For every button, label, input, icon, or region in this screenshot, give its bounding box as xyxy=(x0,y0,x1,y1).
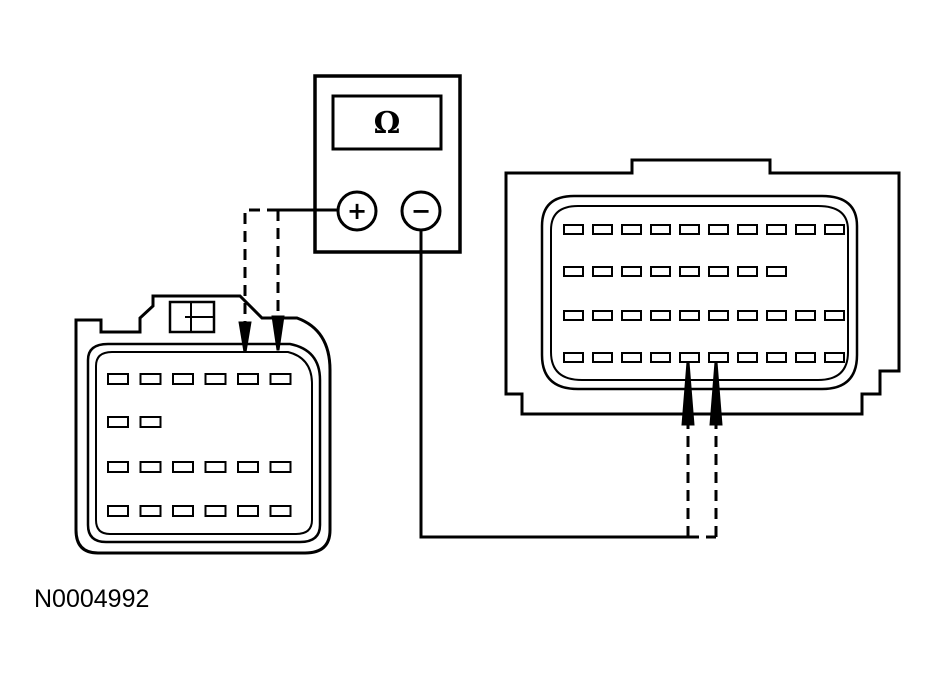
left-connector-pin-r4-p2 xyxy=(139,505,162,517)
right-connector-pin-r3-p10 xyxy=(824,310,845,321)
left-connector-pin-r4-p6 xyxy=(269,505,292,517)
right-connector-pin-r3-p7 xyxy=(737,310,758,321)
right-connector-pin-r4-p3 xyxy=(621,352,642,363)
right-connector-pin-r3-p2 xyxy=(592,310,613,321)
right-connector-pin-r3-p8 xyxy=(766,310,787,321)
right-connector-pin-r1-p6 xyxy=(708,224,729,235)
left-connector-pin-r1-p6 xyxy=(269,373,292,385)
left-connector-cavity-inner xyxy=(95,351,313,535)
left-connector-pin-r3-p1 xyxy=(107,461,129,473)
probe-tips xyxy=(238,315,723,426)
figure-id: N0004992 xyxy=(34,585,150,613)
right-connector-pin-r4-p2 xyxy=(592,352,613,363)
right-connector-pin-r3-p5 xyxy=(679,310,700,321)
left-connector-pin-r3-p4 xyxy=(204,461,227,473)
right-connector-pin-r1-p4 xyxy=(650,224,671,235)
right-connector-pin-r3-p3 xyxy=(621,310,642,321)
left-connector-pin-r4-p1 xyxy=(107,505,129,517)
left-connector xyxy=(74,294,332,555)
left-connector-pin-r3-p3 xyxy=(172,461,194,473)
right-connector-cavity-inner xyxy=(550,205,849,381)
left-connector-pin-r3-p5 xyxy=(237,461,259,473)
right-connector-pin-r3-p1 xyxy=(563,310,584,321)
left-connector-pin-r4-p3 xyxy=(172,505,194,517)
right-connector-pin-r1-p10 xyxy=(824,224,845,235)
right-connector-pin-r1-p3 xyxy=(621,224,642,235)
positive-terminal-label: + xyxy=(347,197,367,225)
left-connector-pin-r4-p5 xyxy=(237,505,259,517)
left-connector-pin-r4-p4 xyxy=(204,505,227,517)
ohm-symbol: Ω xyxy=(374,106,401,141)
right-connector-pin-r3-p9 xyxy=(795,310,816,321)
left-connector-housing xyxy=(74,294,332,555)
negative-terminal-label: − xyxy=(411,197,431,225)
left-connector-pin-r1-p1 xyxy=(107,373,129,385)
probe-tip-right-1 xyxy=(681,361,695,426)
right-connector-pin-r2-p1 xyxy=(563,266,584,277)
right-connector-pin-r3-p6 xyxy=(708,310,729,321)
right-connector-pin-r2-p7 xyxy=(737,266,758,277)
right-connector-cavity-outer xyxy=(540,194,859,391)
test-leads xyxy=(243,208,718,539)
right-connector-pin-r1-p9 xyxy=(795,224,816,235)
right-connector-pin-r1-p1 xyxy=(563,224,584,235)
right-connector-housing xyxy=(504,158,901,416)
right-connector-pin-r4-p9 xyxy=(795,352,816,363)
probe-tip-left-1 xyxy=(238,321,252,353)
left-connector-pin-r2-p2 xyxy=(139,416,162,428)
right-connector-pin-r2-p8 xyxy=(766,266,787,277)
right-connector-pin-r3-p4 xyxy=(650,310,671,321)
left-connector-pins xyxy=(107,373,292,517)
multimeter: Ω + − xyxy=(313,74,462,254)
right-connector-pin-r1-p5 xyxy=(679,224,700,235)
right-connector-pin-r4-p10 xyxy=(824,352,845,363)
probe-tip-right-2 xyxy=(709,361,723,426)
right-connector-pin-r4-p7 xyxy=(737,352,758,363)
right-connector-pin-r2-p5 xyxy=(679,266,700,277)
right-connector xyxy=(504,158,901,416)
right-connector-pin-r1-p8 xyxy=(766,224,787,235)
right-connector-pins xyxy=(563,224,845,363)
left-connector-pin-r1-p3 xyxy=(172,373,194,385)
right-connector-pin-r2-p2 xyxy=(592,266,613,277)
right-connector-pin-r2-p3 xyxy=(621,266,642,277)
right-connector-pin-r2-p6 xyxy=(708,266,729,277)
right-connector-pin-r2-p4 xyxy=(650,266,671,277)
left-connector-cavity-outer xyxy=(86,342,322,544)
left-connector-pin-r1-p5 xyxy=(237,373,259,385)
positive-lead-dashed xyxy=(243,208,278,322)
right-connector-pin-r4-p4 xyxy=(650,352,671,363)
right-connector-pin-r1-p2 xyxy=(592,224,613,235)
probe-tip-left-2 xyxy=(271,315,285,351)
left-connector-pin-r3-p2 xyxy=(139,461,162,473)
left-connector-pin-r1-p4 xyxy=(204,373,227,385)
left-connector-pin-r1-p2 xyxy=(139,373,162,385)
right-connector-pin-r4-p5 xyxy=(679,352,700,363)
left-connector-pin-r2-p1 xyxy=(107,416,129,428)
right-connector-pin-r4-p8 xyxy=(766,352,787,363)
multimeter-display xyxy=(331,94,443,151)
right-connector-pin-r1-p7 xyxy=(737,224,758,235)
negative-lead-wire xyxy=(419,230,688,539)
right-connector-pin-r4-p6 xyxy=(708,352,729,363)
right-connector-pin-r4-p1 xyxy=(563,352,584,363)
left-connector-pin-r3-p6 xyxy=(269,461,292,473)
